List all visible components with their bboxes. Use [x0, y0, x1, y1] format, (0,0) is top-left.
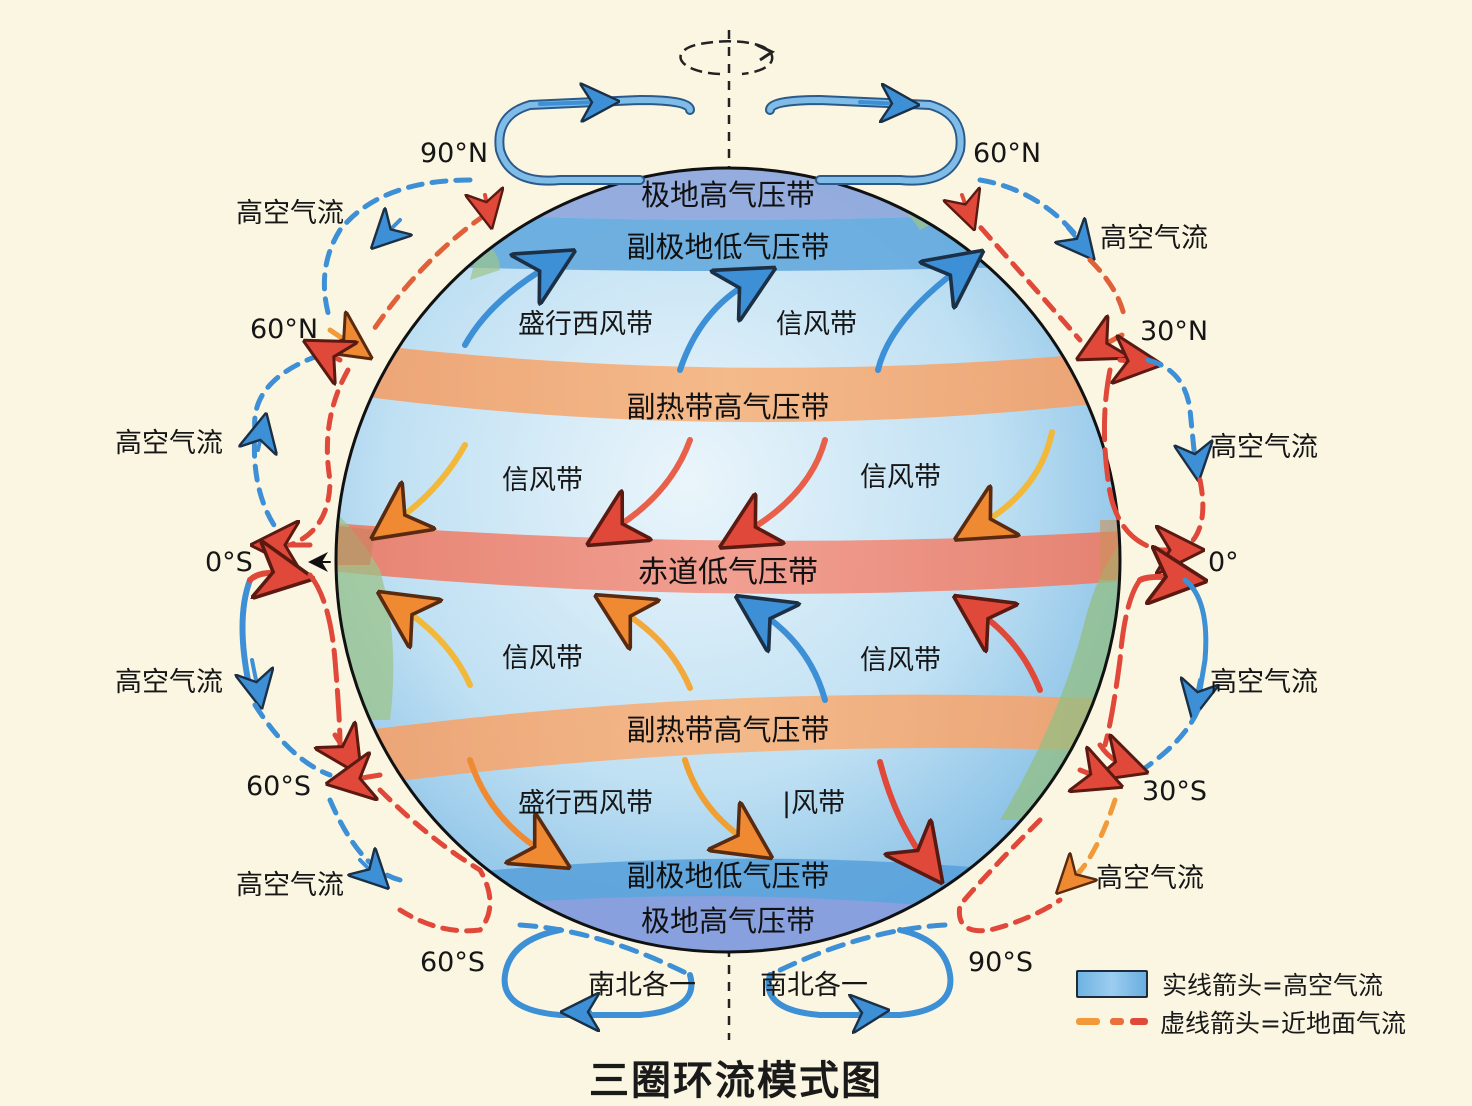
wind-belt-trades-south-right: 信风带: [860, 645, 941, 676]
upper-air-label-right-3: 高空气流: [1210, 667, 1318, 698]
belt-polar-high-south: 极地高气压带: [640, 904, 816, 938]
wind-belt-trades-south-left: 信风带: [502, 643, 583, 674]
lat-label-left-0s: 0°S: [205, 547, 253, 578]
lat-label-left-60s-bottom: 60°S: [420, 947, 485, 978]
wind-belt-trades-north-left: 信风带: [502, 465, 583, 496]
wind-belt-trades-north-upper: 信风带: [776, 309, 857, 340]
lat-label-right-90s: 90°S: [968, 947, 1033, 978]
wind-belt-westerlies-north: 盛行西风带: [518, 309, 653, 340]
lat-label-left-60s: 60°S: [246, 771, 311, 802]
diagram-title: 三圈环流模式图: [589, 1058, 883, 1104]
legend: 实线箭头=高空气流 虚线箭头=近地面气流: [1076, 965, 1406, 1041]
upper-air-label-right-2: 高空气流: [1210, 432, 1318, 463]
rotation-arrow-icon: [679, 40, 776, 76]
solid-arrow-swatch-icon: [1076, 970, 1148, 998]
interior-wind-arrows: [395, 265, 1055, 860]
wind-belt-westerlies-south: 盛行西风带: [518, 788, 653, 819]
lat-label-right-0: 0°: [1208, 547, 1239, 578]
upper-air-label-left-2: 高空气流: [115, 428, 223, 459]
lat-label-right-30s: 30°S: [1142, 776, 1207, 807]
bottom-label-left: 南北各一: [588, 970, 696, 1001]
upper-air-label-right-4: 高空气流: [1096, 863, 1204, 894]
dashed-arrow-swatch-icon: [1076, 1018, 1148, 1026]
legend-row-solid: 实线箭头=高空气流: [1076, 965, 1406, 1003]
lat-label-right-30n: 30°N: [1140, 316, 1209, 347]
bottom-label-right: 南北各一: [760, 970, 868, 1001]
legend-solid-label: 实线箭头=高空气流: [1162, 971, 1383, 1000]
belt-subpolar-low-south: 副极地低气压带: [626, 859, 830, 893]
lat-label-left-60n: 60°N: [250, 314, 319, 345]
wind-belt-trades-south-lower: |风带: [782, 788, 846, 819]
legend-row-dashed: 虚线箭头=近地面气流: [1076, 1003, 1406, 1041]
upper-air-label-left-1: 高空气流: [236, 198, 344, 229]
belt-subtropical-high-north: 副热带高气压带: [626, 390, 830, 424]
belt-subpolar-low-north: 副极地低气压带: [626, 230, 830, 264]
lat-label-left-90n: 90°N: [420, 138, 489, 169]
belt-polar-high-north: 极地高气压带: [640, 178, 816, 212]
legend-dashed-label: 虚线箭头=近地面气流: [1160, 1009, 1406, 1038]
belt-equatorial-low: 赤道低气压带: [638, 555, 818, 590]
belt-subtropical-high-south: 副热带高气压带: [626, 713, 830, 747]
wind-belt-trades-north-right: 信风带: [860, 462, 941, 493]
upper-air-label-left-4: 高空气流: [236, 870, 344, 901]
upper-air-label-right-1: 高空气流: [1100, 223, 1208, 254]
upper-air-label-left-3: 高空气流: [115, 667, 223, 698]
outer-cells: [243, 100, 1206, 1015]
lat-label-right-60n: 60°N: [973, 138, 1042, 169]
